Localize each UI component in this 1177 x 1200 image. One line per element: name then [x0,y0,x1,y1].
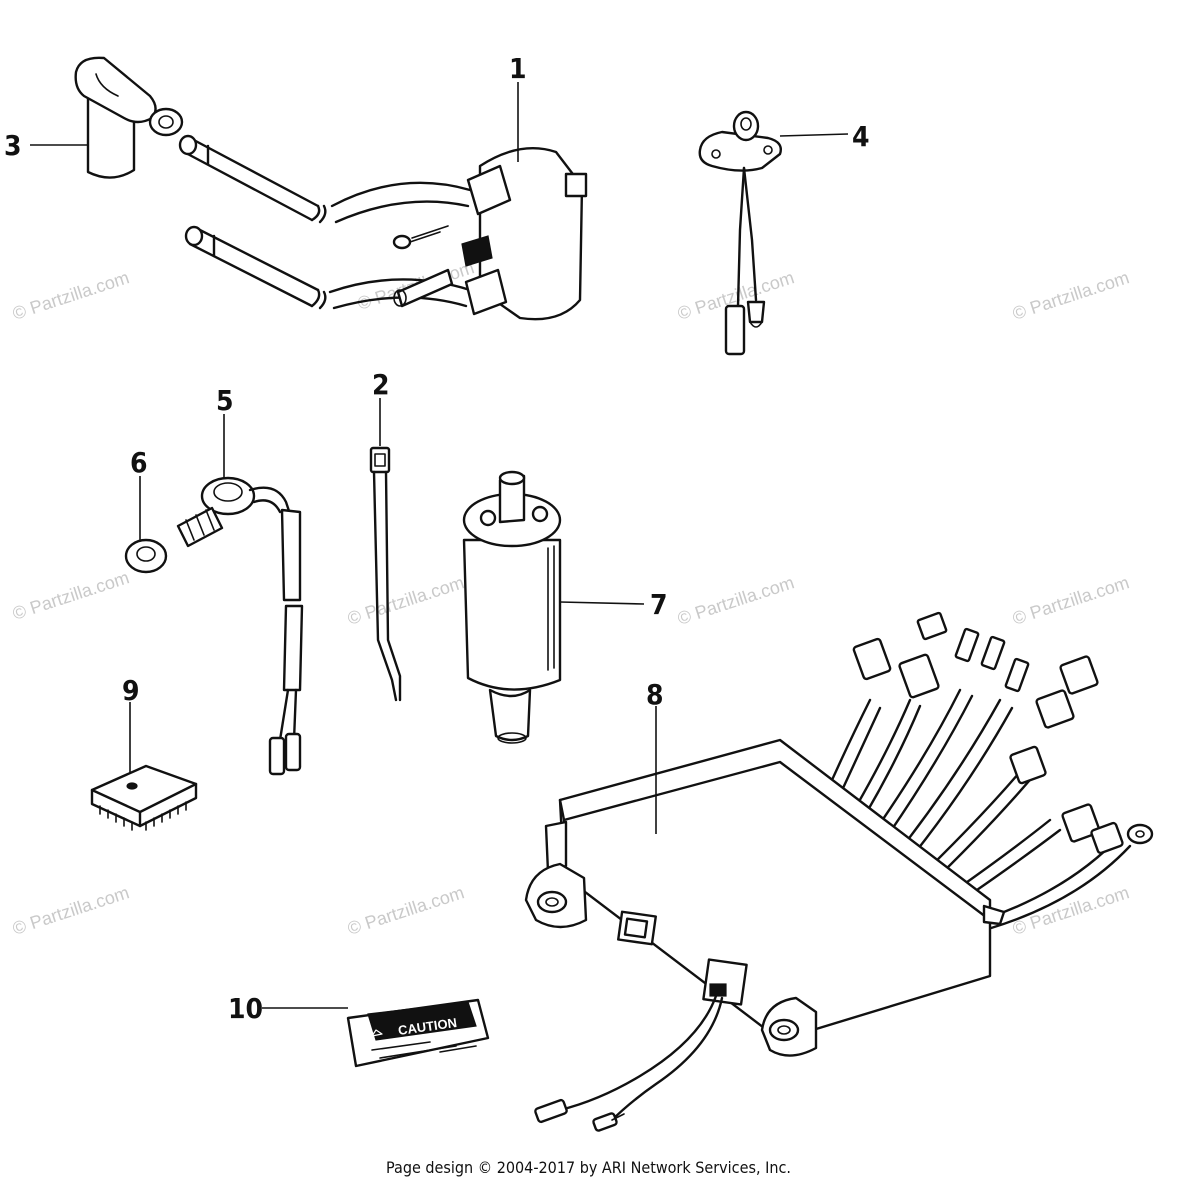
watermark: © Partzilla.com [1010,267,1132,324]
water-temp-switch [176,476,304,776]
temperature-sensor [698,110,782,356]
callout-1: 1 [509,52,527,85]
leader-lines [30,82,849,1009]
watermark: © Partzilla.com [675,572,797,629]
fuel-pump [462,470,562,744]
watermark: © Partzilla.com [345,882,467,939]
watermark: © Partzilla.com [10,882,132,939]
callout-3: 3 [4,129,22,162]
ignition-coil [178,134,588,321]
watermark: © Partzilla.com [1010,882,1132,939]
caution-label: CAUTION [346,998,490,1068]
watermark: © Partzilla.com [10,267,132,324]
watermark: © Partzilla.com [1010,572,1132,629]
callout-10: 10 [228,992,263,1025]
watermark: © Partzilla.com [10,567,132,624]
callout-7: 7 [650,588,668,621]
callout-8: 8 [646,678,664,711]
spark-plug-cap [74,56,184,179]
callout-6: 6 [130,446,148,479]
cable-tie [369,446,402,702]
callout-5: 5 [216,384,234,417]
watermark: © Partzilla.com [345,572,467,629]
microchip [90,764,198,831]
callout-2: 2 [372,368,390,401]
callout-numbers: 1 2 3 4 5 6 7 8 9 10 [4,52,870,1025]
callout-4: 4 [852,120,870,153]
page-footer: Page design © 2004-2017 by ARI Network S… [386,1158,791,1177]
callout-9: 9 [122,674,140,707]
ecu-control-unit [524,611,1154,1132]
sealing-washer [124,538,168,574]
